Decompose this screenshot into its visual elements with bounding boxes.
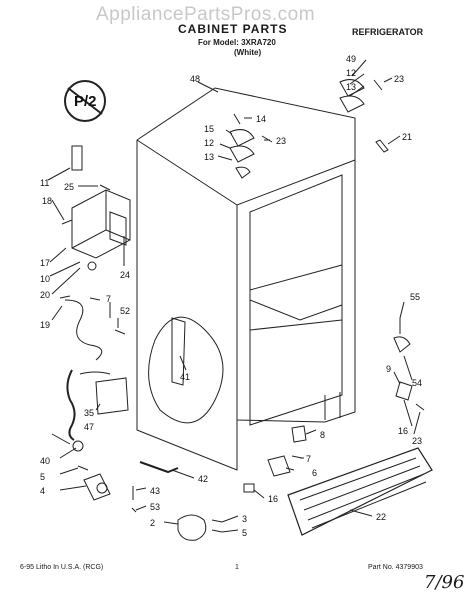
callout-labels: 48 14 15 23 12 13 49 12 13 23 21 11 25 1…: [40, 54, 422, 538]
callout-24: 24: [120, 270, 130, 280]
grille: [287, 447, 433, 536]
callout-20: 20: [40, 290, 50, 300]
appliance-type: REFRIGERATOR: [352, 27, 424, 37]
callout-11: 11: [40, 178, 49, 188]
callout-19: 19: [40, 320, 50, 330]
model-line: For Model: 3XRA720: [198, 38, 276, 47]
callout-54: 54: [412, 378, 422, 388]
callout-25: 25: [64, 182, 74, 192]
electrical-box: [71, 189, 131, 259]
cabinet-outline: [136, 87, 356, 423]
callout-14: 14: [256, 114, 266, 124]
callout-12-right: 12: [346, 68, 356, 78]
callout-6: 6: [312, 468, 317, 478]
callout-41: 41: [180, 372, 190, 382]
watermark: AppliancePartsPros.com: [96, 4, 316, 25]
callout-5-left: 5: [40, 472, 45, 482]
callout-23-lower: 23: [412, 436, 422, 446]
callout-23-right: 23: [394, 74, 404, 84]
callout-5-bottom: 5: [242, 528, 247, 538]
callout-3: 3: [242, 514, 247, 524]
callout-43: 43: [150, 486, 160, 496]
callout-22: 22: [376, 512, 386, 522]
side-cutout: [148, 316, 224, 424]
callout-40: 40: [40, 456, 50, 466]
footer-page-number: 1: [235, 564, 239, 571]
callout-53: 53: [150, 502, 160, 512]
callout-13-center: 13: [204, 152, 214, 162]
callout-4: 4: [40, 486, 45, 496]
callout-8: 8: [320, 430, 325, 440]
page-title: CABINET PARTS: [178, 22, 288, 36]
color-line: (White): [234, 48, 262, 57]
callout-35: 35: [84, 408, 94, 418]
callout-2: 2: [150, 518, 155, 528]
callout-7-mid: 7: [306, 454, 311, 464]
badge-text: P/2: [74, 93, 97, 110]
callout-7-left: 7: [106, 294, 111, 304]
footer-litho: 6-95 Litho In U.S.A. (RCG): [20, 564, 104, 571]
callout-10: 10: [40, 274, 50, 284]
callout-49: 49: [346, 54, 356, 64]
callout-13-right: 13: [346, 82, 356, 92]
part-11: [71, 145, 83, 171]
callout-18: 18: [42, 196, 52, 206]
callout-48: 48: [190, 74, 200, 84]
callout-9: 9: [386, 364, 391, 374]
callout-55: 55: [410, 292, 420, 302]
callout-12-center: 12: [204, 138, 214, 148]
callout-15: 15: [204, 124, 214, 134]
callout-17: 17: [40, 258, 50, 268]
handwritten-note: 7/96: [424, 572, 465, 593]
callout-21: 21: [402, 132, 412, 142]
footer-part-number: Part No. 4379903: [368, 564, 423, 571]
badge-circle: [64, 80, 106, 122]
callout-16-right: 16: [398, 426, 408, 436]
callout-47: 47: [84, 422, 94, 432]
callout-23-center: 23: [276, 136, 286, 146]
callout-16-bottom: 16: [268, 494, 278, 504]
callout-52: 52: [120, 306, 130, 316]
callout-42: 42: [198, 474, 208, 484]
